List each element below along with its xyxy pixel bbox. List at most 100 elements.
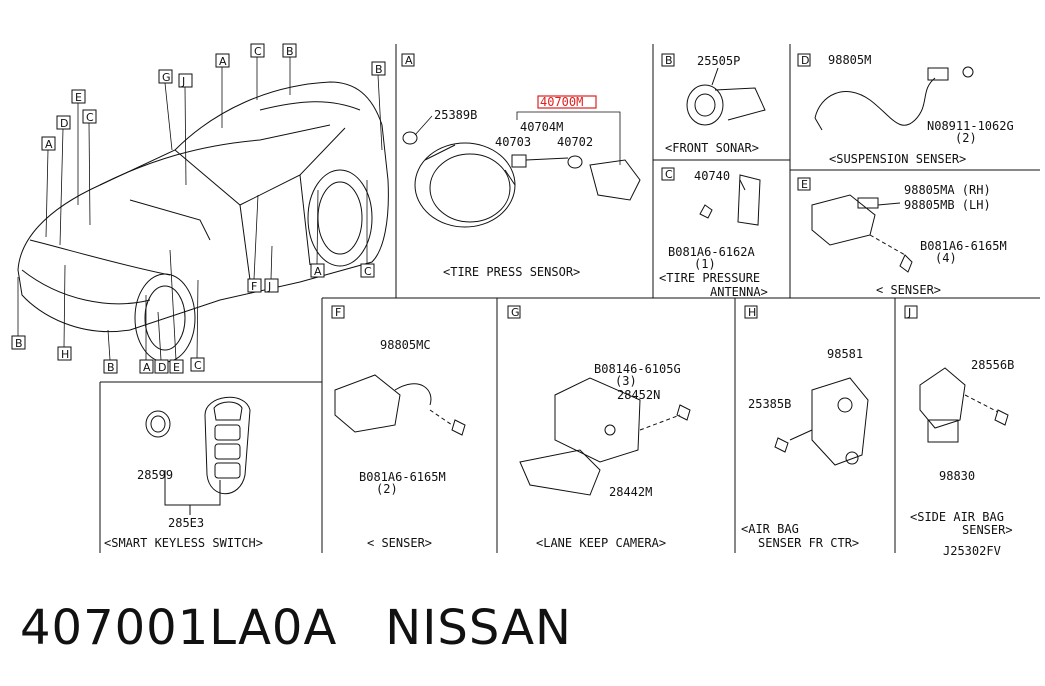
- panel-letter: D: [801, 54, 809, 67]
- part-number: 40704M: [520, 120, 563, 134]
- callout-box: A: [310, 263, 325, 278]
- callout-box: D: [56, 115, 71, 130]
- module-sensor-drawing: [811, 194, 913, 273]
- callout-letter: A: [219, 55, 227, 68]
- callout-letter: J: [181, 75, 185, 88]
- callout-letter: B: [15, 337, 23, 350]
- callout-letter: C: [86, 111, 94, 124]
- brand-name: NISSAN: [385, 600, 572, 656]
- panel-letter: F: [335, 306, 341, 319]
- nut-quantity: (2): [955, 131, 977, 145]
- vehicle-overview: [17, 81, 389, 363]
- part-number: 98581: [827, 347, 863, 361]
- bolt-number: B081A6-6165M: [359, 470, 446, 484]
- callout-letter: F: [251, 280, 257, 293]
- panel-d: D 98805M N08911-1062G (2) <SUSPENSION SE…: [797, 53, 1014, 166]
- callout-letter: G: [162, 71, 171, 84]
- callout-letter: A: [143, 361, 151, 374]
- panel-h: H 98581 25385B <AIR BAG SENSER FR CTR>: [741, 305, 869, 550]
- product-caption: 407001LA0A NISSAN: [20, 600, 572, 656]
- part-number: 285E3: [168, 516, 204, 530]
- panel-letter: H: [748, 306, 756, 319]
- callout-box: G: [158, 69, 173, 84]
- part-number: 25385B: [748, 397, 791, 411]
- key-fob-drawing: [145, 396, 251, 515]
- callout-letter: B: [286, 45, 294, 58]
- side-airbag-sensor-drawing: [919, 367, 1009, 443]
- part-number: 98805M: [828, 53, 871, 67]
- panel-a: A 25389B 40700M 40704M 40703 40702 <TIRE…: [401, 53, 641, 279]
- panel-caption: < SENSER>: [367, 536, 432, 550]
- panel-e: E 98805MA (RH) 98805MB (LH) B081A6-6165M…: [797, 177, 1007, 297]
- panel-g: G B08146-6105G (3) 28452N 28442M <LANE K…: [507, 305, 691, 550]
- callout-box: C: [190, 357, 205, 372]
- panel-letter: G: [511, 306, 520, 319]
- callout-letter: E: [75, 91, 82, 104]
- part-number: 98805MC: [380, 338, 431, 352]
- wheel-rim-drawing: [402, 131, 641, 228]
- callout-box: E: [71, 89, 86, 104]
- callout-letter: B: [107, 361, 115, 374]
- callout-letter: J: [267, 280, 271, 293]
- callout-letter: C: [364, 265, 372, 278]
- panel-caption-line1: <AIR BAG: [741, 522, 799, 536]
- part-number: 98805MA (RH): [904, 183, 991, 197]
- highlighted-part-number: 40700M: [540, 95, 583, 109]
- panel-caption-line1: <TIRE PRESSURE: [659, 271, 760, 285]
- callout-box: F: [247, 278, 262, 293]
- part-number-title: 407001LA0A: [20, 600, 338, 656]
- part-number: 25505P: [697, 54, 740, 68]
- panel-letter: A: [405, 54, 413, 67]
- panel-caption-line2: SENSER FR CTR>: [758, 536, 859, 550]
- callout-letter: E: [173, 361, 180, 374]
- part-number: 28556B: [971, 358, 1014, 372]
- panel-caption: <FRONT SONAR>: [665, 141, 759, 155]
- panel-b: B 25505P <FRONT SONAR>: [661, 53, 766, 155]
- part-number: 25389B: [434, 108, 477, 122]
- callout-letter: C: [194, 359, 202, 372]
- panel-letter: J: [907, 306, 911, 319]
- vehicle-leader-lines: [17, 57, 383, 361]
- callout-box: B: [103, 359, 118, 374]
- panel-caption: <LANE KEEP CAMERA>: [536, 536, 666, 550]
- callout-box: H: [57, 346, 72, 361]
- callout-letter: C: [254, 45, 262, 58]
- part-number: 28452N: [617, 388, 660, 402]
- highlighted-part-box: [537, 95, 597, 109]
- part-number: 40740: [694, 169, 730, 183]
- callout-box: B: [371, 61, 386, 76]
- callout-letter: D: [60, 117, 68, 130]
- panel-c: C 40740 B081A6-6162A (1) <TIRE PRESSURE …: [659, 167, 768, 299]
- callout-box: J: [178, 73, 193, 88]
- panel-keyless: 28599 285E3 <SMART KEYLESS SWITCH>: [104, 396, 263, 550]
- panel-caption: <SUSPENSION SENSER>: [829, 152, 966, 166]
- panel-letter: C: [665, 168, 673, 181]
- callout-box: E: [169, 359, 184, 374]
- bolt-number: B08146-6105G: [594, 362, 681, 376]
- camera-bracket-drawing: [519, 377, 691, 496]
- callout-letter: A: [45, 138, 53, 151]
- airbag-sensor-drawing: [774, 377, 869, 466]
- sonar-drawing: [686, 67, 766, 126]
- antenna-drawing: [699, 174, 761, 226]
- vehicle-callouts: G J A C B B E C: [11, 43, 386, 374]
- callout-box: A: [215, 53, 230, 68]
- panel-frame: [99, 44, 1040, 553]
- callout-box: C: [360, 263, 375, 278]
- nut-number: N08911-1062G: [927, 119, 1014, 133]
- suspension-sensor-drawing: [814, 66, 974, 131]
- bolt-quantity: (3): [615, 374, 637, 388]
- callout-box: D: [154, 359, 169, 374]
- part-number: 98830: [939, 469, 975, 483]
- callout-box: B: [11, 335, 26, 350]
- sensor-bracket-drawing: [334, 374, 466, 436]
- callout-letter: D: [158, 361, 166, 374]
- part-number: 98805MB (LH): [904, 198, 991, 212]
- bolt-number: B081A6-6165M: [920, 239, 1007, 253]
- bolt-quantity: (1): [694, 257, 716, 271]
- callout-box: C: [82, 109, 97, 124]
- callout-box: J: [264, 278, 279, 293]
- part-number: 28442M: [609, 485, 652, 499]
- panel-caption: <SMART KEYLESS SWITCH>: [104, 536, 263, 550]
